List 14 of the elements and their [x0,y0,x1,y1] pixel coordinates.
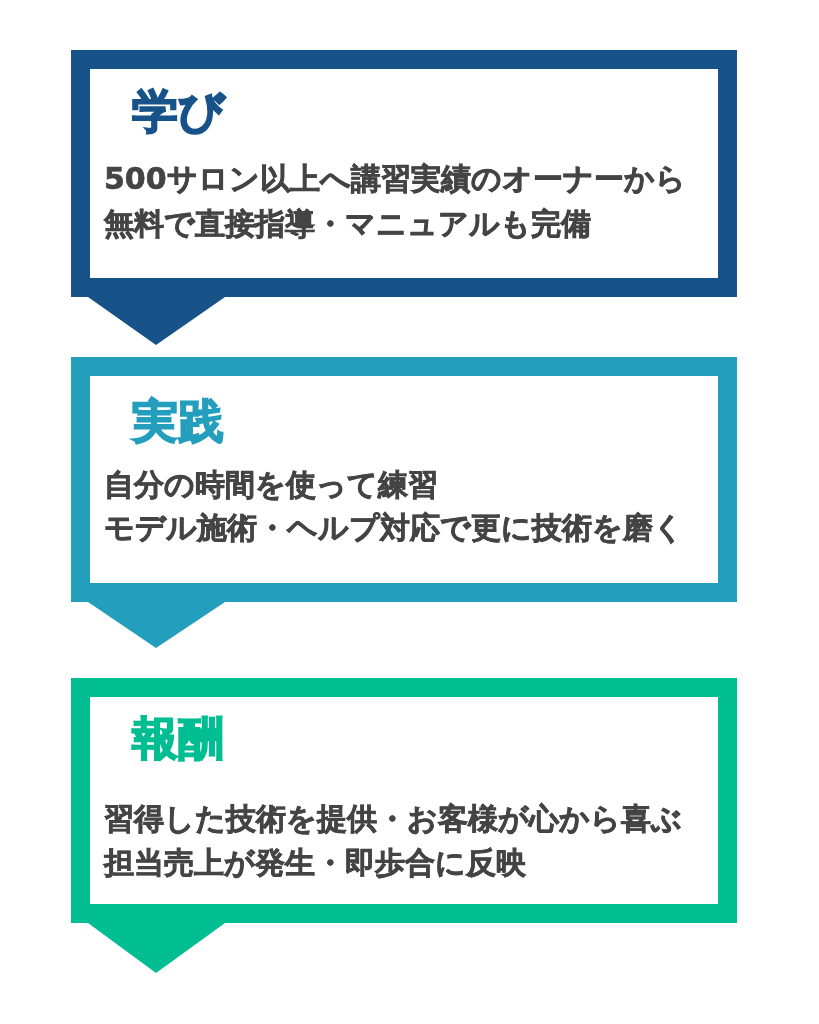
step-box [71,357,737,602]
pointer-arrow [88,602,225,648]
body-text: 500サロン以上へ講習実績のオーナーから [104,161,686,197]
step-box [71,678,737,923]
step-heading: 学び [132,85,225,137]
body-text: 無料で直接指導・マニュアルも完備 [104,206,591,242]
pointer-arrow [88,297,225,345]
body-text: 習得した技術を提供・お客様が心から喜ぶ [104,801,682,837]
body-text: 担当売上が発生・即歩合に反映 [104,845,526,881]
body-text: モデル施術・ヘルプ対応で更に技術を磨く [104,510,684,546]
step-heading: 実践 [132,395,224,447]
step-heading: 報酬 [132,712,224,764]
body-text: 自分の時間を使って練習 [104,467,438,503]
step-box [71,50,737,297]
